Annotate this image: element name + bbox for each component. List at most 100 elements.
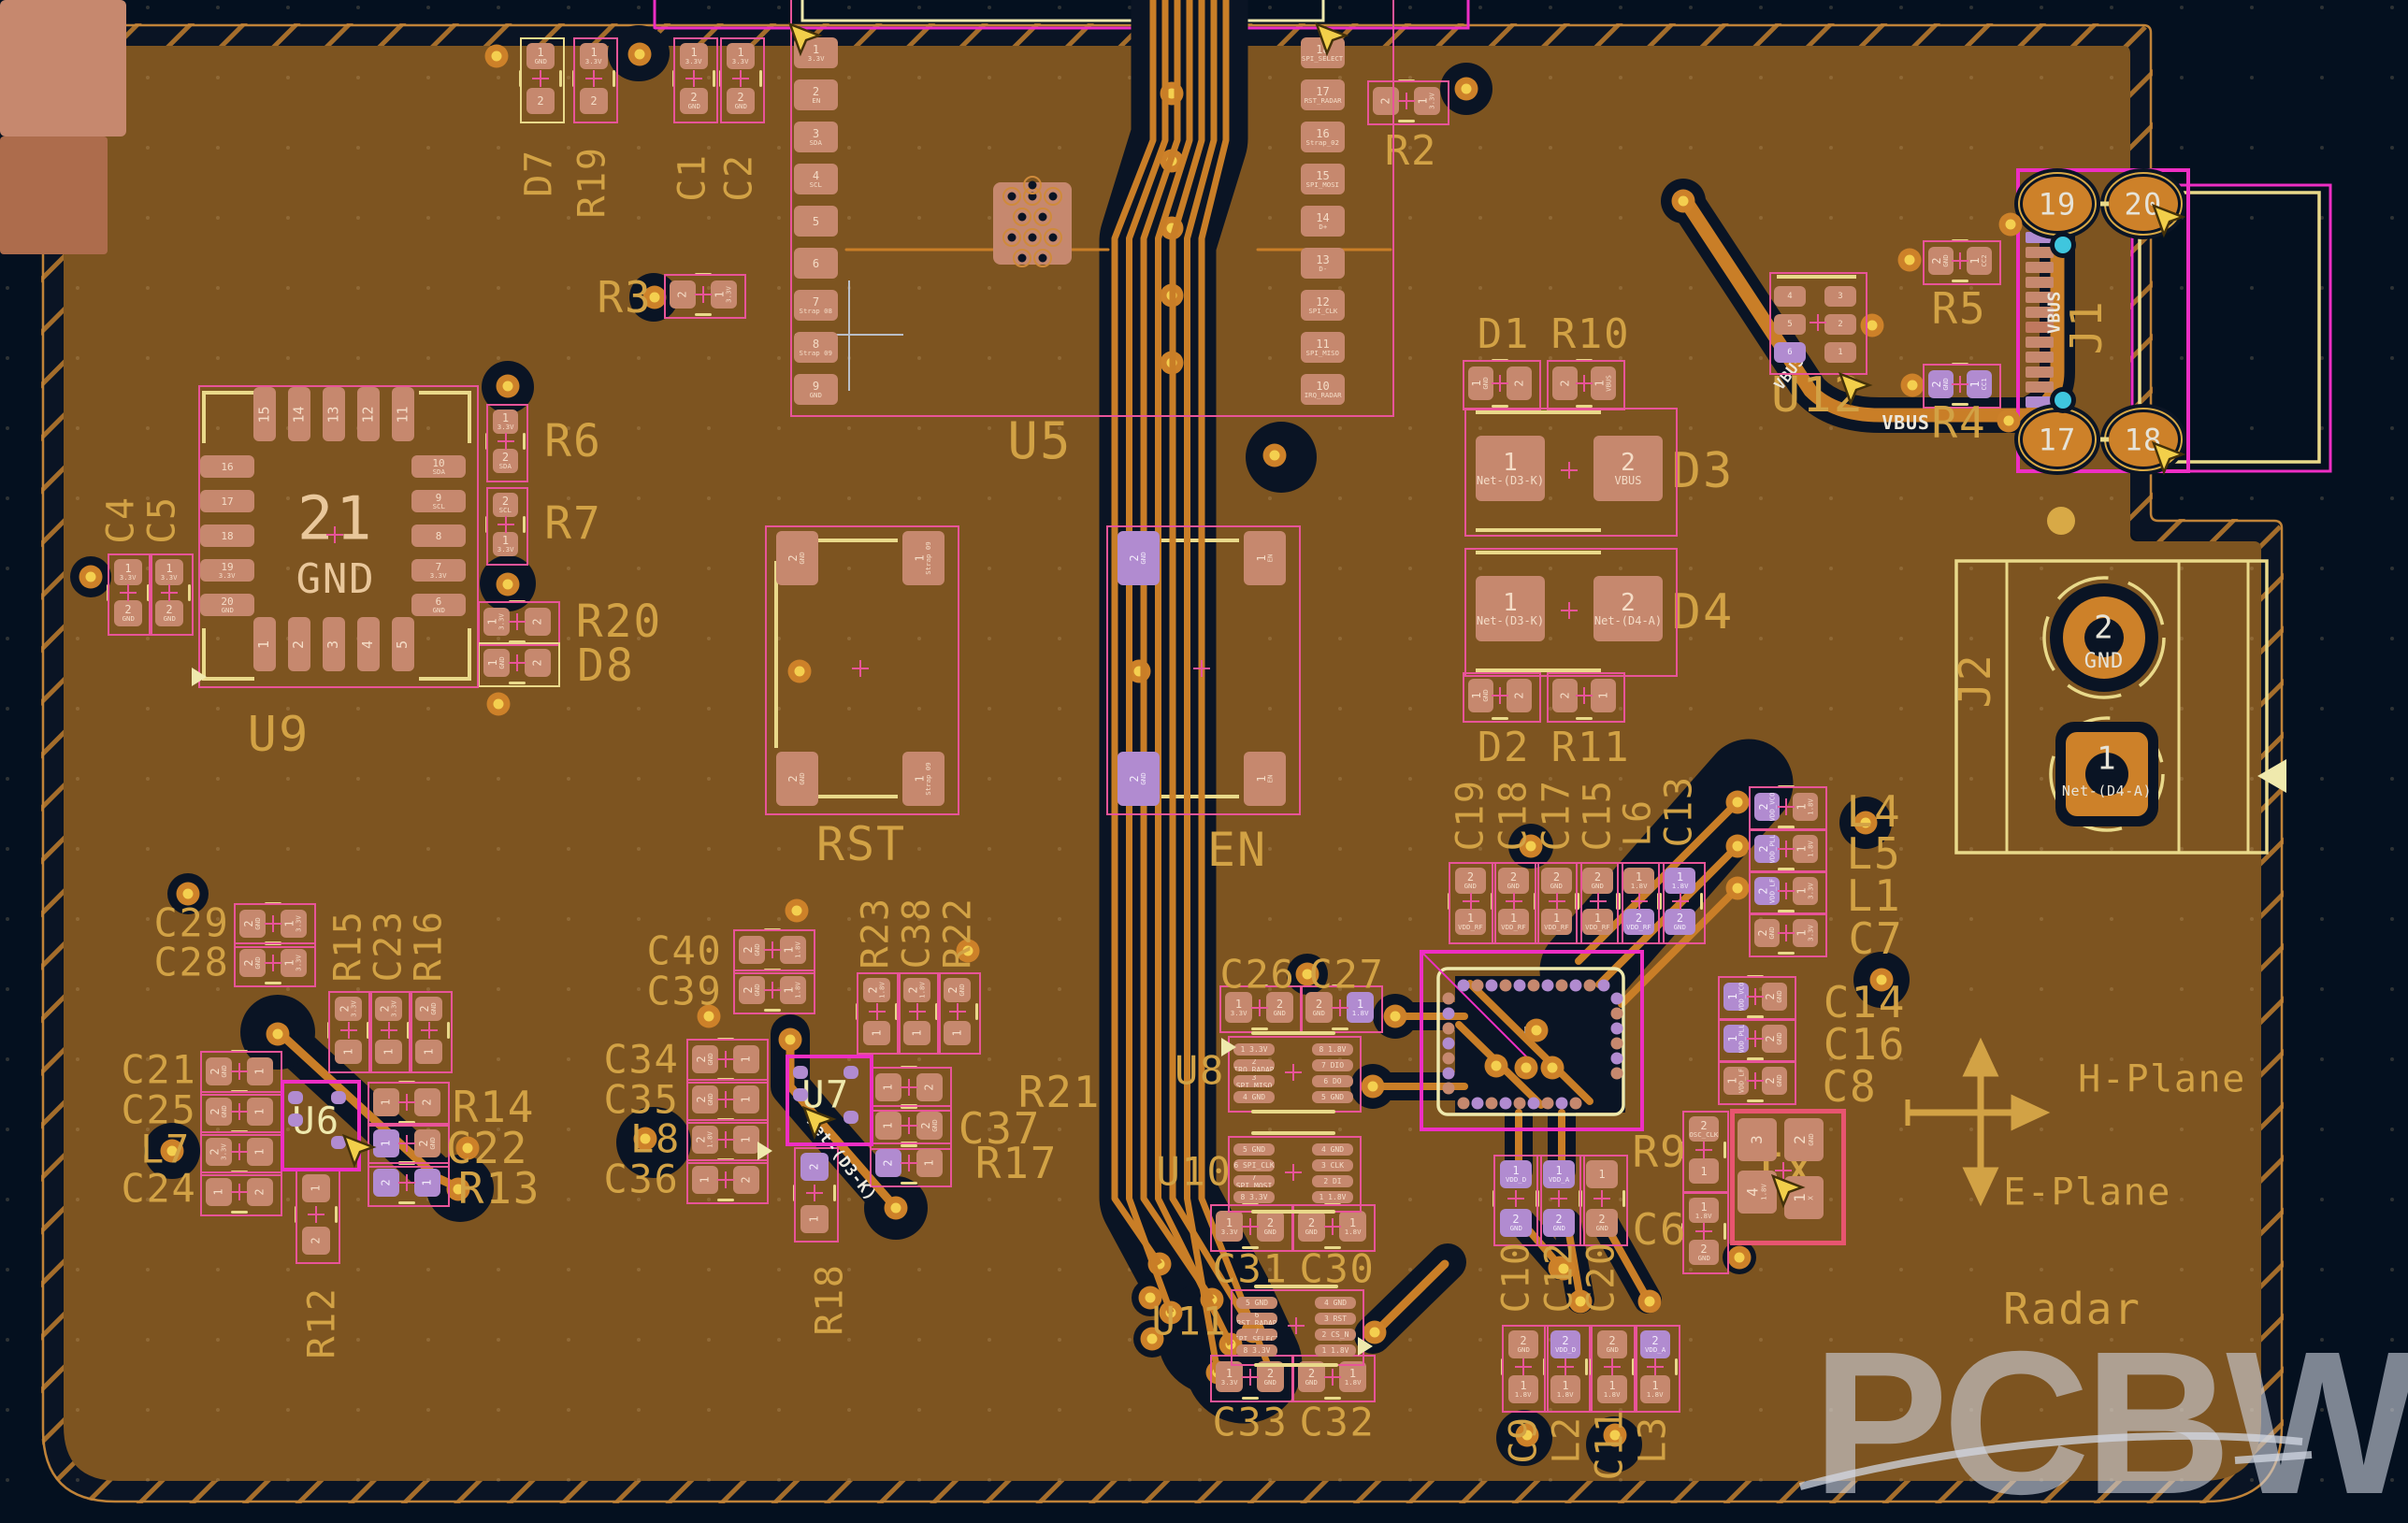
pad[interactable]: 2 bbox=[800, 1153, 829, 1181]
ref-label[interactable]: R6 bbox=[544, 414, 602, 467]
ref-label[interactable]: R10 bbox=[1550, 309, 1631, 358]
ref-label[interactable]: L5 bbox=[1846, 827, 1902, 879]
ref-label[interactable]: R11 bbox=[1550, 723, 1631, 771]
ref-label[interactable]: 2 bbox=[2094, 609, 2114, 647]
ref-label[interactable]: VBUS bbox=[1882, 410, 1930, 434]
pad[interactable]: 1 bbox=[1689, 1158, 1719, 1184]
pad[interactable]: 1 bbox=[733, 1045, 759, 1073]
pad[interactable]: 2 bbox=[1552, 366, 1578, 400]
pad[interactable]: 1 bbox=[206, 1178, 232, 1206]
ref-label[interactable]: R9 bbox=[1632, 1126, 1688, 1177]
pad[interactable]: 4 bbox=[1774, 286, 1806, 307]
pad[interactable]: 5 bbox=[392, 617, 414, 671]
ref-label[interactable]: D1 bbox=[1477, 309, 1531, 358]
pad[interactable]: 6 DO bbox=[1312, 1075, 1353, 1087]
pad[interactable]: 1 bbox=[1824, 342, 1856, 363]
pad[interactable]: 1 bbox=[1591, 679, 1616, 712]
pad[interactable] bbox=[844, 1111, 858, 1124]
ref-label[interactable]: C30 bbox=[1299, 1245, 1376, 1292]
ref-label[interactable]: D3 bbox=[1671, 443, 1735, 500]
ref-label[interactable]: C16 bbox=[1823, 1018, 1907, 1070]
pad[interactable]: 5 bbox=[794, 206, 838, 237]
pad[interactable]: 4 GND bbox=[1312, 1143, 1353, 1156]
pad[interactable]: 2 bbox=[526, 88, 555, 114]
pad[interactable]: 1 bbox=[733, 1085, 759, 1114]
ref-label[interactable]: D4 bbox=[1671, 584, 1735, 641]
pad[interactable]: 4 GND bbox=[1315, 1297, 1356, 1309]
ref-label[interactable]: R3 bbox=[597, 271, 653, 323]
pad[interactable]: 2 DI bbox=[1312, 1175, 1353, 1187]
pad[interactable]: 2 bbox=[1552, 679, 1578, 712]
pad[interactable]: 5 GND bbox=[1236, 1297, 1277, 1309]
pad[interactable]: 3 RST bbox=[1315, 1313, 1356, 1325]
pad[interactable] bbox=[793, 1088, 808, 1101]
pad[interactable]: 1 bbox=[247, 1057, 273, 1085]
ref-label[interactable]: GND bbox=[2084, 649, 2125, 673]
ref-label[interactable]: H-Plane bbox=[2078, 1057, 2246, 1101]
pad[interactable]: 1 bbox=[375, 1040, 402, 1064]
ref-label[interactable]: D8 bbox=[577, 639, 635, 692]
pad[interactable]: 2 bbox=[875, 1149, 901, 1177]
ref-label[interactable]: C24 bbox=[121, 1165, 197, 1212]
pad[interactable]: 2 bbox=[525, 649, 551, 677]
pad[interactable]: 8 3.3V bbox=[1236, 1344, 1277, 1357]
ref-label[interactable]: U5 bbox=[1007, 411, 1073, 471]
pad[interactable]: 3 bbox=[323, 617, 345, 671]
ref-label[interactable]: R4 bbox=[1931, 396, 1987, 448]
ref-label[interactable]: C8 bbox=[1822, 1060, 1878, 1112]
pad[interactable]: 2 bbox=[288, 617, 310, 671]
pad[interactable]: 2 bbox=[1507, 679, 1532, 712]
pad[interactable]: 1 bbox=[863, 1021, 890, 1045]
pad[interactable]: 2 CS_N bbox=[1315, 1329, 1356, 1341]
pad[interactable]: 17 bbox=[200, 490, 254, 512]
ref-label[interactable]: C36 bbox=[603, 1156, 680, 1202]
